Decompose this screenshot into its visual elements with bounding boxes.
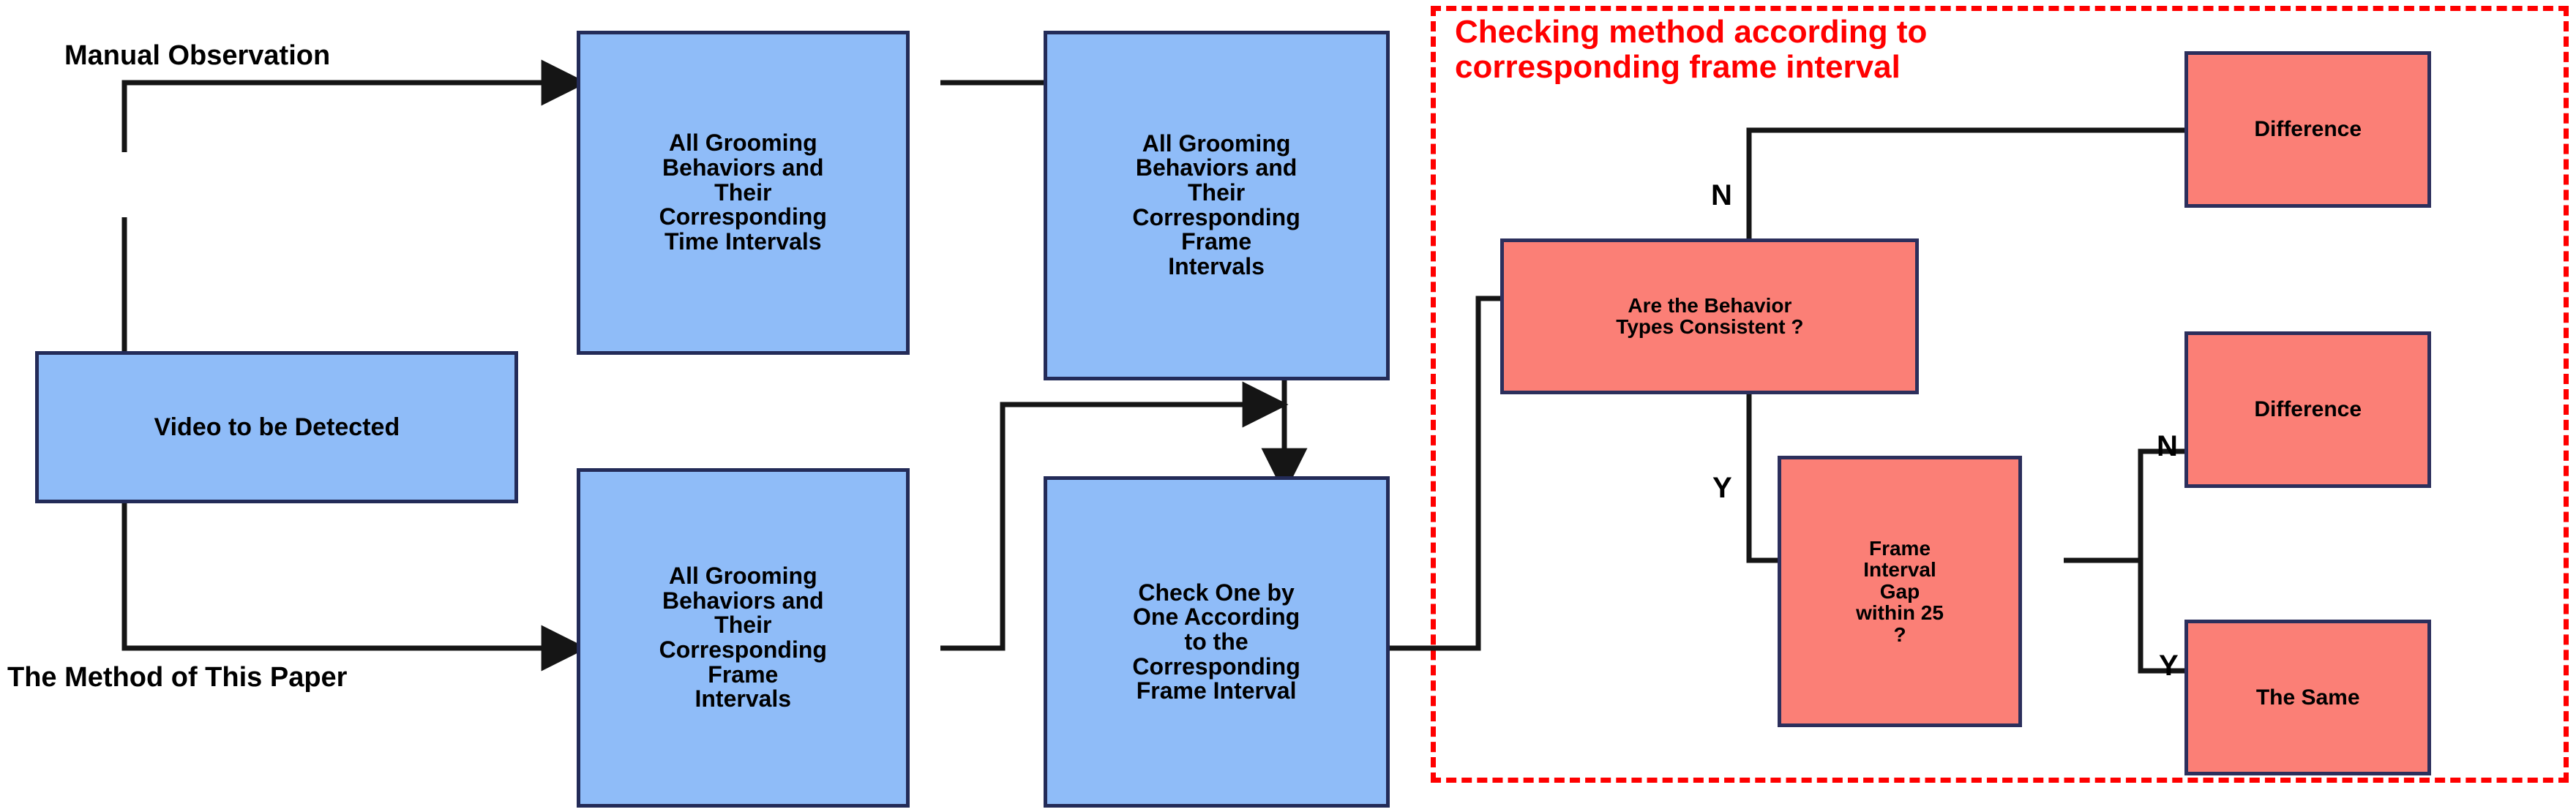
label-the-method-of-this-paper: The Method of This Paper [7,662,348,693]
branch-label-gap-no: N [2157,430,2178,462]
checking-method-region [1431,6,2569,783]
wire-types-no-to-difference-top [1746,107,2239,250]
node-are-behavior-types-consistent[interactable]: Are the Behavior Types Consistent ? [1500,238,1920,394]
node-video-to-be-detected[interactable]: Video to be Detected [35,351,519,504]
checking-method-region-title: Checking method according to correspondi… [1455,14,1928,85]
node-paper-frame-intervals[interactable]: All Grooming Behaviors and Their Corresp… [576,467,910,808]
wire-paper-frame-to-check [940,381,1289,651]
node-manual-frame-intervals[interactable]: All Grooming Behaviors and Their Corresp… [1043,30,1390,380]
branch-label-types-no: N [1711,179,1732,211]
branch-label-gap-yes: Y [2159,650,2179,682]
wire-video-to-manual-time [121,59,588,152]
label-manual-observation: Manual Observation [64,40,331,71]
node-difference-middle[interactable]: Difference [2184,331,2431,488]
node-manual-time-intervals[interactable]: All Grooming Behaviors and Their Corresp… [576,30,910,356]
node-difference-top[interactable]: Difference [2184,51,2431,208]
branch-label-types-yes: Y [1712,472,1732,504]
node-check-one-by-one[interactable]: Check One by One According to the Corres… [1043,476,1390,808]
node-frame-interval-gap-within-25[interactable]: Frame Interval Gap within 25 ? [1777,455,2023,728]
node-the-same[interactable]: The Same [2184,620,2431,776]
